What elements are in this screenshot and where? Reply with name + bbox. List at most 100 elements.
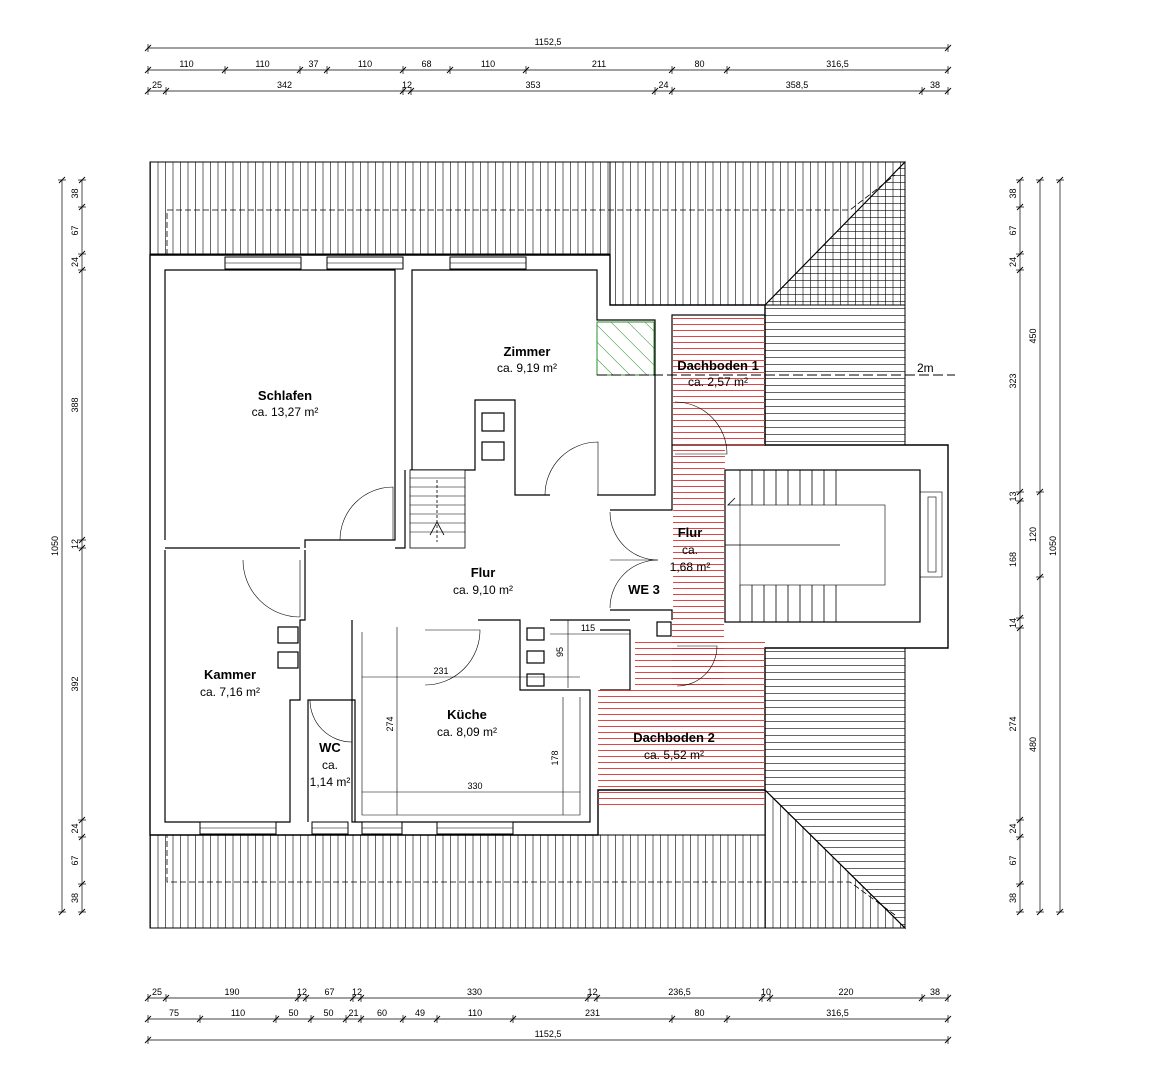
roof-bottom-band — [149, 834, 766, 929]
door-dachboden1 — [674, 401, 728, 455]
dim-label: 38 — [70, 188, 80, 198]
dim-label: 316,5 — [826, 59, 849, 69]
dim-label: 480 — [1028, 737, 1038, 752]
dim-label: 80 — [694, 59, 704, 69]
dim-label: 388 — [70, 397, 80, 412]
dim-label: 231 — [585, 1008, 600, 1018]
dim-label: 21 — [348, 1008, 358, 1018]
dim-label: 49 — [415, 1008, 425, 1018]
dim-label: 38 — [70, 893, 80, 903]
room-area-flur-small-2: 1,68 m² — [670, 560, 711, 574]
roof — [149, 160, 907, 930]
room-area-schlafen: ca. 13,27 m² — [252, 405, 319, 419]
room-area-flur-main: ca. 9,10 m² — [453, 583, 513, 597]
dachboden2-sub-hatch — [672, 620, 724, 685]
dim-label: 1152,5 — [535, 37, 562, 47]
dim-label: 211 — [592, 59, 606, 69]
room-area-kammer: ca. 7,16 m² — [200, 685, 260, 699]
dim-label: 316,5 — [826, 1008, 849, 1018]
door-kammer — [242, 559, 301, 618]
room-area-kueche: ca. 8,09 m² — [437, 725, 497, 739]
dim-label: 75 — [169, 1008, 179, 1018]
dim-label: 12 — [587, 987, 597, 997]
dim-label: 67 — [324, 987, 334, 997]
staircase — [725, 470, 840, 622]
dim-label: 1050 — [50, 536, 60, 556]
room-name-dachboden2: Dachboden 2 — [633, 730, 715, 745]
dim-label: 1152,5 — [535, 1029, 562, 1039]
dim-label: 110 — [179, 59, 193, 69]
flur-red-hatch — [673, 445, 725, 620]
dim-label: 110 — [468, 1008, 482, 1018]
height-marker: 2m — [917, 361, 934, 375]
dim-label: 68 — [421, 59, 431, 69]
dim-label: 110 — [481, 59, 495, 69]
room-name-flur-main: Flur — [471, 565, 496, 580]
dim-label: 37 — [308, 59, 318, 69]
dim-label: 220 — [838, 987, 853, 997]
dim-kueche-bottom: 330 — [467, 781, 482, 791]
room-area-zimmer: ca. 9,19 m² — [497, 361, 557, 375]
dim-label: 330 — [467, 987, 482, 997]
attic-ladder — [409, 469, 466, 549]
dim-flur-115: 115 — [581, 623, 595, 633]
room-area-wc-2: 1,14 m² — [310, 775, 351, 789]
dim-label: 1050 — [1048, 536, 1058, 556]
dim-label: 50 — [288, 1008, 298, 1018]
dim-label: 38 — [930, 987, 940, 997]
dim-kueche-top: 231 — [433, 666, 448, 676]
dim-label: 190 — [224, 987, 239, 997]
dim-label: 67 — [1008, 855, 1018, 865]
dim-label: 24 — [1008, 257, 1018, 267]
room-name-flur-small: Flur — [678, 525, 703, 540]
dim-label: 24 — [70, 823, 80, 833]
dim-label: 13 — [1008, 491, 1018, 501]
dim-kueche-height: 274 — [385, 716, 395, 731]
dim-label: 342 — [277, 80, 292, 90]
room-name-zimmer: Zimmer — [504, 344, 551, 359]
dim-label: 24 — [658, 80, 668, 90]
dim-label: 12 — [297, 987, 307, 997]
dim-label: 25 — [152, 80, 162, 90]
dim-label: 274 — [1008, 716, 1018, 731]
room-labels: Schlafen ca. 13,27 m² Zimmer ca. 9,19 m²… — [200, 344, 759, 789]
dim-label: 323 — [1008, 373, 1018, 388]
roof-top-band — [149, 161, 611, 255]
eave-dashed-bottom — [166, 832, 896, 916]
hip-line-bottom — [764, 789, 906, 929]
dim-label: 60 — [377, 1008, 387, 1018]
dimension-chain-top: 1152,5 110 110 37 110 68 110 211 80 316,5 25 342 12 3… — [144, 37, 952, 95]
dim-label: 67 — [70, 225, 80, 235]
dim-flur-95: 95 — [555, 647, 565, 657]
dim-label: 38 — [930, 80, 940, 90]
room-area-wc-1: ca. — [322, 758, 338, 772]
dachboden1-hatch — [673, 315, 765, 445]
dim-label: 24 — [70, 257, 80, 267]
door-zimmer — [544, 441, 599, 496]
doors — [242, 401, 728, 743]
interior-dimensions: 231 330 274 178 115 95 — [362, 620, 630, 815]
dim-label: 392 — [70, 676, 80, 691]
dim-label: 110 — [255, 59, 269, 69]
dim-label: 25 — [152, 987, 162, 997]
dim-label: 110 — [358, 59, 372, 69]
dim-label: 120 — [1028, 527, 1038, 542]
door-flur-double-top — [609, 511, 659, 561]
room-name-wc: WC — [319, 740, 341, 755]
door-kueche — [424, 629, 481, 686]
dim-label: 358,5 — [786, 80, 809, 90]
dim-label: 12 — [352, 987, 362, 997]
room-area-dachboden1: ca. 2,57 m² — [688, 375, 748, 389]
dim-label: 12 — [402, 80, 412, 90]
dim-label: 80 — [694, 1008, 704, 1018]
dim-label: 450 — [1028, 328, 1038, 343]
dim-label: 12 — [70, 539, 80, 549]
dim-label: 168 — [1008, 552, 1018, 567]
room-name-kammer: Kammer — [204, 667, 256, 682]
shafts — [277, 412, 672, 687]
door-schlafen — [339, 486, 394, 541]
room-area-flur-small-1: ca. — [682, 543, 698, 557]
